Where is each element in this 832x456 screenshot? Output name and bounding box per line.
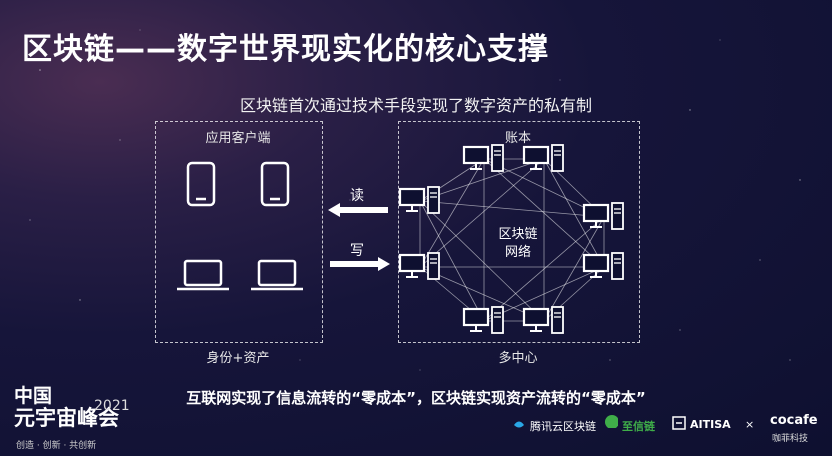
- network-link: [419, 158, 545, 202]
- bottom-statement: 互联网实现了信息流转的“零成本”，区块链实现资产流转的“零成本”: [186, 389, 646, 407]
- sponsor-cocafe: cocafe: [770, 413, 818, 428]
- network-link: [483, 266, 605, 322]
- event-logo-line1: 中国: [14, 385, 53, 407]
- network-label-line2: 网络: [504, 245, 531, 260]
- phone-icon: [186, 161, 216, 207]
- blockchain-network-diagram: [398, 144, 624, 334]
- zhixin-chain-icon: [605, 415, 618, 428]
- network-center-label: 区块链 网络: [498, 226, 538, 262]
- computer-node-icon: [522, 306, 564, 334]
- laptop-icon: [177, 259, 229, 291]
- network-link: [543, 158, 605, 268]
- aitisa-icon: [672, 416, 686, 430]
- client-box-caption: 身份+资产: [206, 351, 270, 366]
- computer-node-icon: [398, 252, 440, 280]
- client-box: [155, 121, 323, 343]
- computer-node-icon: [462, 144, 504, 172]
- sponsor-aitisa: AITISA: [690, 418, 731, 431]
- ledger-box-caption: 多中心: [498, 351, 538, 366]
- network-link: [419, 200, 485, 322]
- write-arrow-icon: [330, 257, 390, 271]
- network-link: [419, 200, 605, 218]
- computer-node-icon: [462, 306, 504, 334]
- client-box-title: 应用客户端: [205, 131, 271, 146]
- ledger-box-title: 账本: [504, 131, 532, 146]
- network-label-line1: 区块链: [498, 227, 538, 242]
- read-arrow-icon: [328, 203, 388, 217]
- computer-node-icon: [582, 202, 624, 230]
- read-label: 读: [350, 188, 364, 204]
- network-link: [419, 158, 485, 268]
- ledger-box: [398, 121, 640, 343]
- network-link: [419, 158, 545, 268]
- computer-node-icon: [582, 252, 624, 280]
- computer-node-icon: [398, 186, 440, 214]
- event-logo-line2: 元宇宙峰会: [14, 405, 119, 430]
- event-tagline: 创造 · 创新 · 共创新: [16, 441, 97, 451]
- network-link: [543, 216, 605, 322]
- phone-icon: [260, 161, 290, 207]
- tencent-cloud-icon: [514, 421, 524, 428]
- write-label: 写: [350, 243, 364, 259]
- page-subtitle: 区块链首次通过技术手段实现了数字资产的私有制: [239, 96, 592, 115]
- event-year: 2021: [94, 398, 130, 414]
- sponsor-separator: ×: [745, 418, 755, 431]
- sponsor-tencent: 腾讯云区块链: [530, 420, 596, 433]
- sponsor-zhixin: 至信链: [622, 420, 655, 433]
- computer-node-icon: [522, 144, 564, 172]
- network-link: [419, 200, 545, 322]
- laptop-icon: [251, 259, 303, 291]
- page-title: 区块链——数字世界现实化的核心支撑: [22, 32, 549, 67]
- event-logo: 中国 元宇宙峰会: [14, 386, 119, 430]
- client-devices: [177, 161, 303, 291]
- sponsor-cocafe-sub: 咖菲科技: [772, 434, 809, 444]
